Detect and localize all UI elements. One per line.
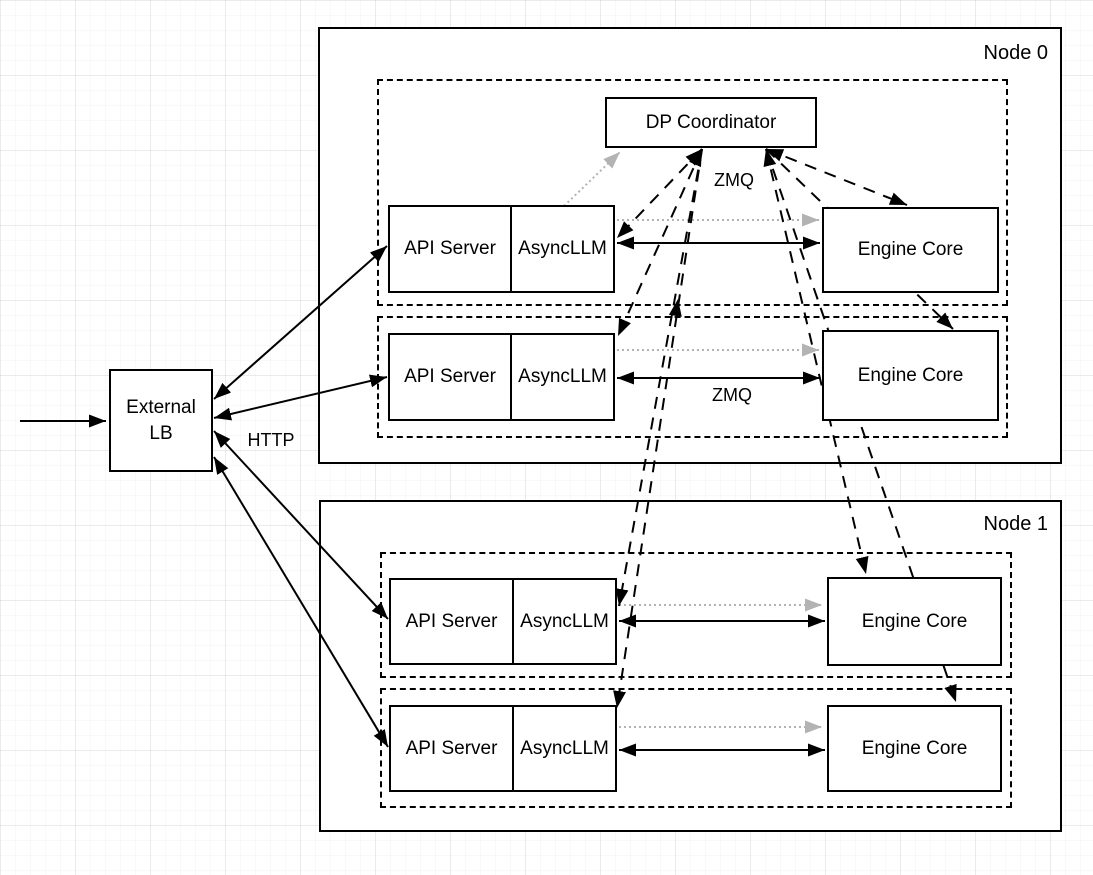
dashed-coordinator-asyncllm3 — [615, 148, 703, 607]
engine-core-box-4: Engine Core — [827, 705, 1002, 792]
external-lb-box: External LB — [109, 369, 213, 472]
asyncllm-cell-1: AsyncLLM — [512, 207, 613, 291]
api-server-label-4: API Server — [405, 737, 498, 759]
api-server-asyncllm-box-2: API Server AsyncLLM — [388, 333, 615, 421]
api-server-asyncllm-box-1: API Server AsyncLLM — [388, 205, 615, 293]
dashed-coordinator-engine3 — [763, 148, 869, 575]
api-server-cell-1: API Server — [390, 207, 512, 291]
arrow-lb-api2 — [213, 374, 388, 421]
node1-group-rank3 — [380, 688, 1012, 808]
asyncllm-label-2: AsyncLLM — [518, 366, 607, 387]
dotted-asyncllm1-coordinator — [563, 151, 621, 207]
dashed-coordinator-asyncllm1 — [616, 148, 703, 239]
engine-core-label-4: Engine Core — [861, 737, 968, 759]
api-server-label-2: API Server — [404, 366, 496, 387]
node1-title: Node 1 — [983, 513, 1049, 535]
dp-coordinator-label: DP Coordinator — [645, 111, 777, 133]
arrow-lb-api3 — [213, 430, 389, 620]
dashed-coordinator-asyncllm4 — [613, 148, 703, 709]
external-lb-label-line1: External — [126, 396, 196, 418]
zmq-label-row2: ZMQ — [712, 385, 752, 405]
node0-title: Node 0 — [983, 42, 1049, 64]
dashed-coordinator-asyncllm2 — [617, 148, 703, 337]
api-server-label-3: API Server — [405, 610, 498, 632]
api-server-cell-3: API Server — [391, 580, 514, 663]
zmq-label-top: ZMQ — [714, 170, 754, 190]
arrow-lb-api1 — [213, 245, 388, 400]
dashed-up-arrowhead-group-boundary — [668, 299, 682, 317]
engine-core-box-2: Engine Core — [822, 330, 999, 421]
dp-coordinator-box: DP Coordinator — [605, 97, 817, 148]
asyncllm-cell-4: AsyncLLM — [514, 707, 615, 790]
external-lb-label-line2: LB — [149, 422, 173, 444]
engine-core-label-2: Engine Core — [857, 364, 964, 386]
asyncllm-cell-2: AsyncLLM — [512, 335, 613, 419]
engine-core-label-3: Engine Core — [861, 610, 968, 632]
engine-core-box-1: Engine Core — [822, 207, 999, 293]
http-label: HTTP — [247, 430, 295, 450]
api-server-label-1: API Server — [404, 238, 496, 259]
dashed-coordinator-engine1 — [765, 148, 908, 206]
api-server-asyncllm-box-4: API Server AsyncLLM — [389, 705, 617, 792]
api-server-cell-4: API Server — [391, 707, 514, 790]
api-server-asyncllm-box-3: API Server AsyncLLM — [389, 578, 617, 665]
engine-core-label-1: Engine Core — [857, 239, 964, 260]
asyncllm-cell-3: AsyncLLM — [514, 580, 615, 663]
arrow-asyncllm1-engine1-zmq — [213, 456, 389, 748]
engine-core-box-3: Engine Core — [827, 577, 1002, 666]
asyncllm-label-3: AsyncLLM — [520, 610, 609, 632]
asyncllm-label-4: AsyncLLM — [520, 737, 609, 759]
api-server-cell-2: API Server — [390, 335, 512, 419]
asyncllm-label-1: AsyncLLM — [518, 238, 607, 259]
